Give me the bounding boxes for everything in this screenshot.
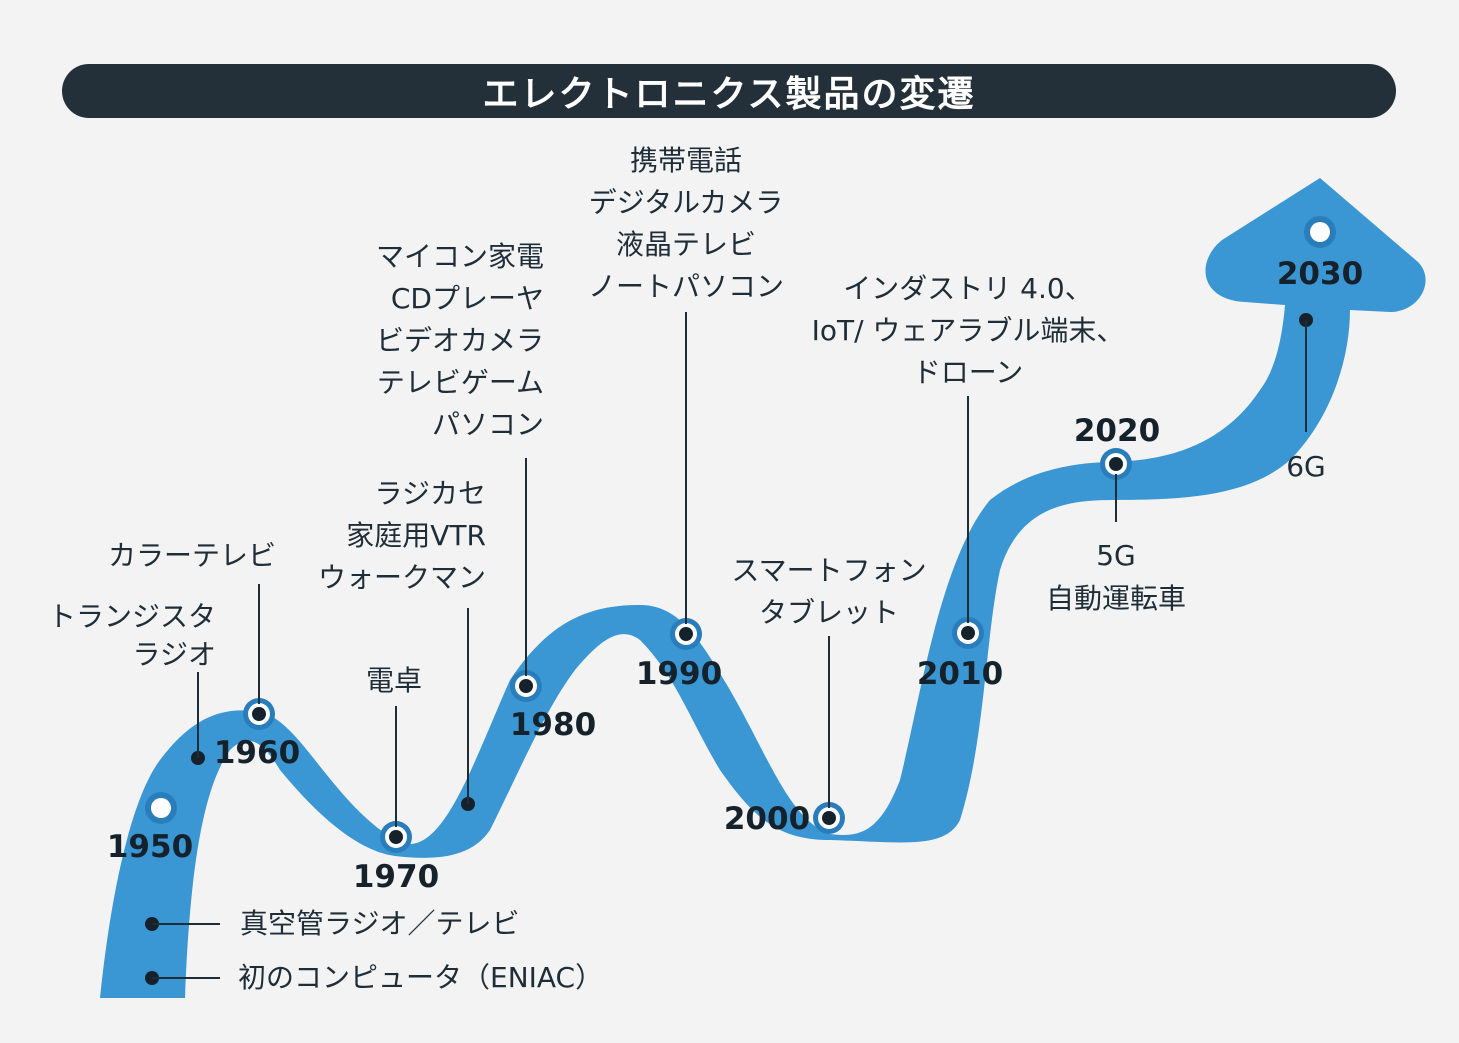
label-1990s-4: ノートパソコン (588, 270, 784, 303)
label-1970s-1: ラジカセ (375, 477, 486, 510)
label-1980s-3: ビデオカメラ (376, 324, 544, 357)
year-marker-1970 (380, 821, 412, 853)
year-label-2020: 2020 (1074, 413, 1160, 449)
year-label-2000: 2000 (724, 801, 810, 837)
label-vacuum-tube-radio-tv: 真空管ラジオ／テレビ (240, 907, 519, 940)
label-1980s-2: CDプレーヤ (391, 282, 544, 315)
year-marker-1980 (510, 670, 542, 702)
year-marker-2010 (952, 617, 984, 649)
diagram-title: エレクトロニクス製品の変遷 (482, 74, 976, 115)
label-color-tv: カラーテレビ (108, 539, 276, 572)
year-marker-2000 (813, 802, 845, 834)
label-transistor-radio-2: ラジオ (133, 638, 216, 671)
year-marker-1960 (243, 698, 275, 730)
label-2000s-1: スマートフォン (731, 554, 926, 587)
timeline-ribbon (100, 178, 1426, 998)
title-banner: エレクトロニクス製品の変遷 (62, 64, 1396, 118)
year-label-1990: 1990 (636, 656, 722, 692)
label-2010s-1: インダストリ 4.0、 (843, 272, 1092, 305)
label-2030s: 6G (1286, 450, 1326, 483)
year-marker-2020 (1100, 448, 1132, 480)
year-label-1980: 1980 (510, 707, 596, 743)
label-1980s-4: テレビゲーム (377, 366, 544, 399)
label-2000s-2: タブレット (759, 596, 899, 629)
label-eniac: 初のコンピュータ（ENIAC） (238, 961, 603, 994)
label-calculator: 電卓 (366, 664, 422, 697)
label-2010s-2: IoT/ ウェアラブル端末、 (812, 314, 1125, 347)
label-transistor-radio-1: トランジスタ (48, 600, 216, 633)
year-marker-1950 (145, 792, 177, 824)
year-label-1950: 1950 (107, 829, 193, 865)
year-label-2010: 2010 (917, 656, 1003, 692)
label-2020s-1: 5G (1096, 539, 1136, 572)
year-label-2030: 2030 (1277, 256, 1363, 292)
year-label-1960: 1960 (214, 735, 300, 771)
label-1990s-3: 液晶テレビ (616, 228, 756, 261)
label-1970s-3: ウォークマン (318, 561, 486, 594)
label-2010s-3: ドローン (913, 356, 1024, 389)
label-1970s-2: 家庭用VTR (346, 519, 486, 552)
label-2020s-2: 自動運転車 (1046, 582, 1186, 615)
label-1980s-1: マイコン家電 (376, 240, 544, 273)
label-1990s-1: 携帯電話 (630, 144, 742, 177)
year-marker-2030 (1304, 216, 1336, 248)
label-1990s-2: デジタルカメラ (589, 186, 784, 219)
year-marker-1990 (670, 618, 702, 650)
label-1980s-5: パソコン (432, 408, 544, 441)
year-label-1970: 1970 (353, 859, 439, 895)
